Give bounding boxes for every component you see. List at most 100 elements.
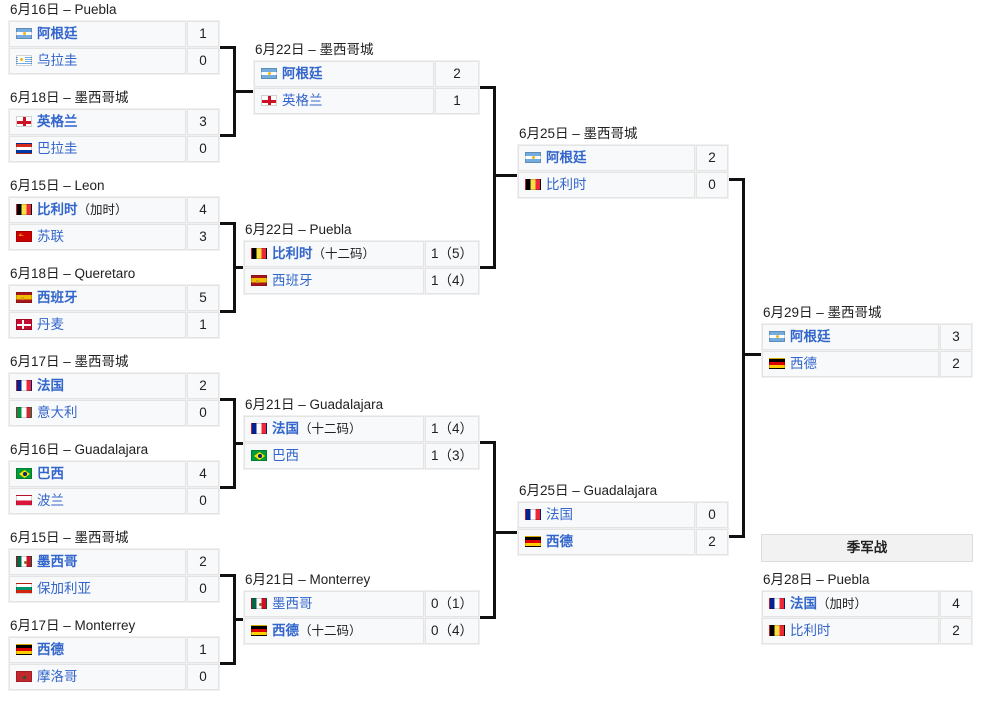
match-table: 英格兰 3 巴拉圭 0: [8, 108, 220, 163]
match-table: 阿根廷 2 英格兰 1: [253, 60, 480, 115]
bracket-connector: [480, 616, 496, 619]
team-name[interactable]: 巴西: [272, 448, 299, 463]
team-name[interactable]: 意大利: [37, 405, 78, 420]
team-cell: 阿根廷: [9, 21, 186, 47]
bracket-connector: [729, 535, 745, 538]
team-cell: 西德: [518, 529, 695, 555]
team-name[interactable]: 墨西哥: [272, 596, 313, 611]
score-cell: 0: [187, 136, 219, 162]
team-name[interactable]: 西德: [790, 356, 817, 371]
team-name[interactable]: 巴西: [37, 466, 64, 481]
team-name[interactable]: 英格兰: [282, 93, 323, 108]
flag-ar-icon: [769, 331, 785, 342]
team-cell: 法国（十二码）: [244, 416, 424, 442]
team-cell: 墨西哥: [9, 549, 186, 575]
team-row: 巴拉圭 0: [9, 136, 219, 162]
team-name[interactable]: 比利时: [546, 177, 587, 192]
score-cell: 1（3）: [425, 443, 479, 469]
score-cell: 1（5）: [425, 241, 479, 267]
team-name[interactable]: 摩洛哥: [37, 669, 78, 684]
score-cell: 2: [435, 61, 479, 87]
score-cell: 2: [696, 529, 728, 555]
team-name[interactable]: 阿根廷: [37, 26, 78, 41]
team-name[interactable]: 法国: [546, 507, 573, 522]
team-name[interactable]: 阿根廷: [282, 66, 323, 81]
bracket-connector: [220, 486, 236, 489]
team-name[interactable]: 法国: [790, 596, 817, 611]
team-name[interactable]: 比利时: [790, 623, 831, 638]
match-r16-4: 6月18日 – Queretaro 西班牙 5 丹麦 1: [8, 266, 220, 339]
score-cell: 2: [940, 618, 972, 644]
bracket-connector: [220, 398, 236, 401]
team-name[interactable]: 法国: [37, 378, 64, 393]
flag-br-icon: [16, 468, 32, 479]
bracket-connector: [233, 90, 253, 93]
match-date-venue: 6月22日 – Puebla: [245, 222, 352, 237]
team-cell: 西德: [9, 637, 186, 663]
team-name[interactable]: 西班牙: [37, 290, 78, 305]
team-name[interactable]: 英格兰: [37, 114, 78, 129]
team-name[interactable]: 墨西哥: [37, 554, 78, 569]
match-date-venue: 6月15日 – Leon: [10, 178, 105, 193]
team-name[interactable]: 巴拉圭: [37, 141, 78, 156]
flag-ar-icon: [525, 152, 541, 163]
team-name[interactable]: 法国: [272, 421, 299, 436]
team-name[interactable]: 西德: [37, 642, 64, 657]
flag-fr-icon: [769, 598, 785, 609]
team-name[interactable]: 保加利亚: [37, 581, 91, 596]
score-cell: 3: [187, 109, 219, 135]
match-date-venue: 6月18日 – Queretaro: [10, 266, 136, 281]
team-cell: 丹麦: [9, 312, 186, 338]
team-name[interactable]: 丹麦: [37, 317, 64, 332]
flag-en-icon: [16, 116, 32, 127]
match-date-venue: 6月16日 – Puebla: [10, 2, 117, 17]
team-name[interactable]: 乌拉圭: [37, 53, 78, 68]
team-name[interactable]: 苏联: [37, 229, 64, 244]
team-name[interactable]: 西班牙: [272, 273, 313, 288]
score-cell: 0: [696, 502, 728, 528]
team-cell: 比利时（十二码）: [244, 241, 424, 267]
score-cell: 5: [187, 285, 219, 311]
score-cell: 1: [435, 88, 479, 114]
team-cell: 巴拉圭: [9, 136, 186, 162]
team-row: 西班牙 5: [9, 285, 219, 311]
match-note: （十二码）: [299, 624, 362, 638]
team-cell: 西德（十二码）: [244, 618, 424, 644]
team-cell: 苏联: [9, 224, 186, 250]
team-name[interactable]: 波兰: [37, 493, 64, 508]
score-cell: 0: [187, 400, 219, 426]
team-row: 西德（十二码）0（4）: [244, 618, 479, 644]
team-row: 比利时（加时）4: [9, 197, 219, 223]
bracket-connector: [742, 353, 761, 356]
team-row: 阿根廷 2: [254, 61, 479, 87]
bracket-connector: [480, 86, 496, 89]
team-name[interactable]: 阿根廷: [546, 150, 587, 165]
bracket-connector: [220, 310, 236, 313]
team-name[interactable]: 比利时: [37, 202, 78, 217]
match-date-venue: 6月21日 – Guadalajara: [245, 397, 384, 412]
team-name[interactable]: 比利时: [272, 246, 313, 261]
team-name[interactable]: 西德: [272, 623, 299, 638]
flag-mx-icon: [251, 598, 267, 609]
match-date-venue: 6月17日 – Monterrey: [10, 618, 136, 633]
score-cell: 1: [187, 312, 219, 338]
team-name[interactable]: 西德: [546, 534, 573, 549]
team-name[interactable]: 阿根廷: [790, 329, 831, 344]
score-cell: 4: [187, 461, 219, 487]
